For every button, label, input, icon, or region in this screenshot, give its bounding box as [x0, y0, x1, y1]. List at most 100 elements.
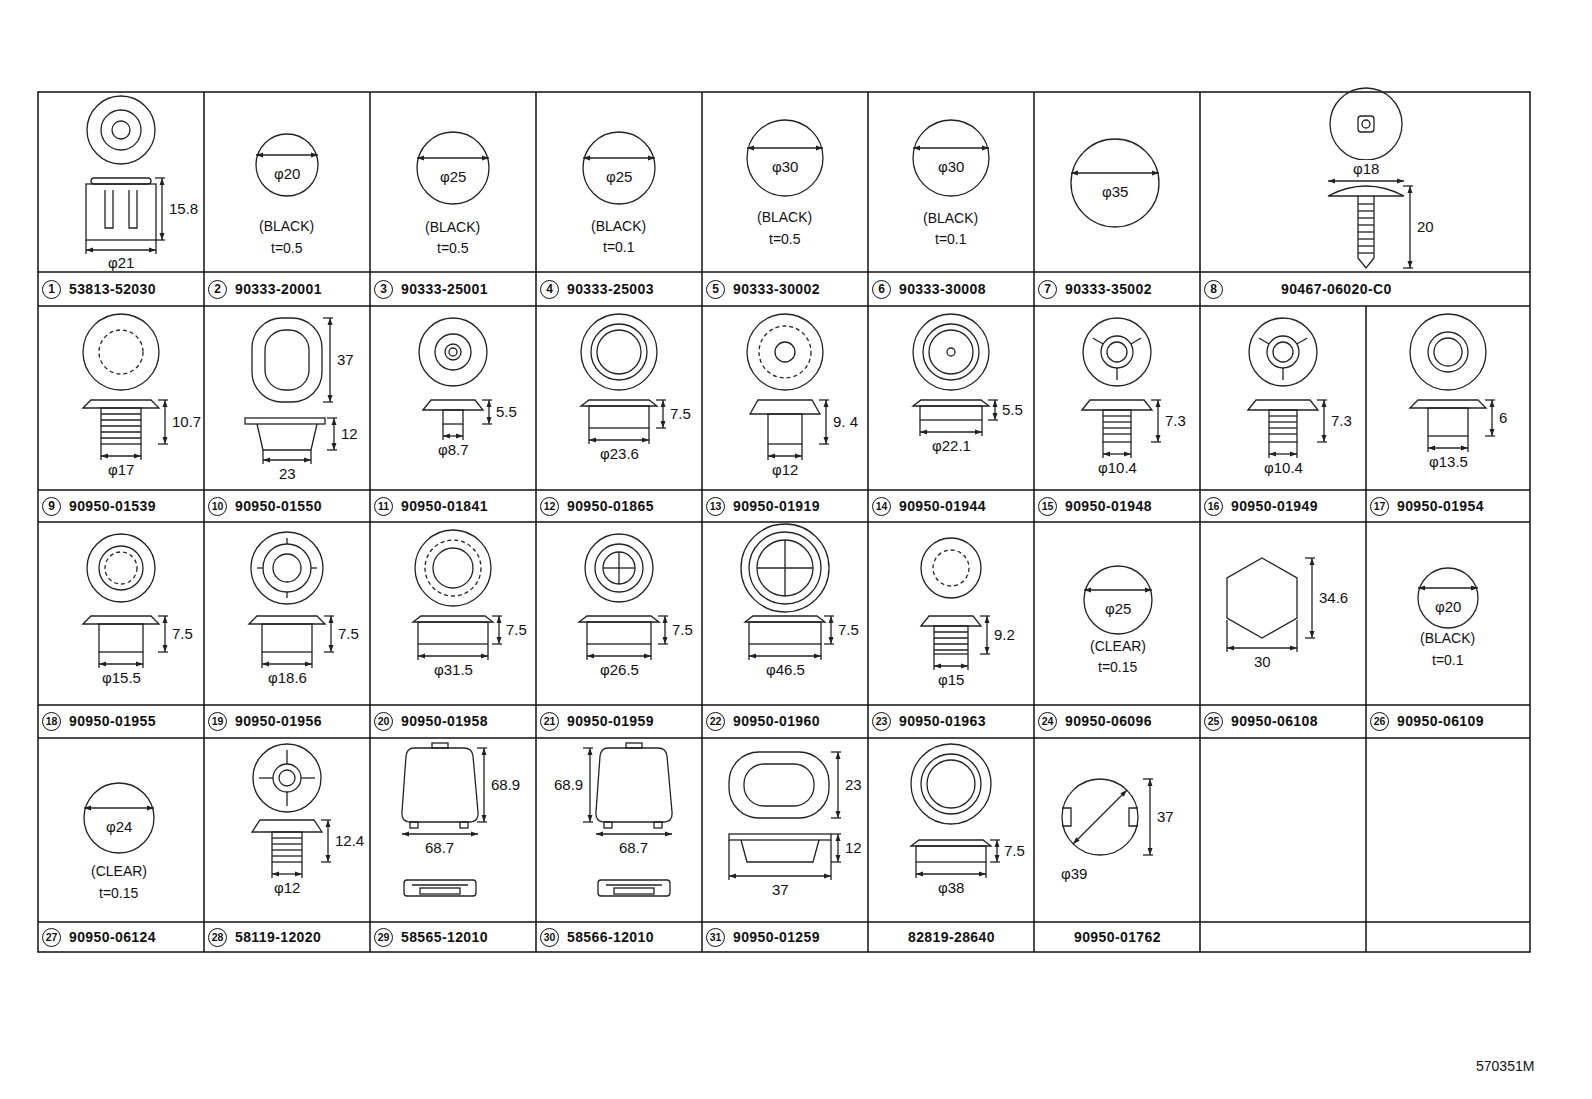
arrowhead [1322, 435, 1327, 442]
drawing-line [482, 399, 492, 400]
drawing-line [650, 644, 651, 660]
arrowhead [836, 855, 841, 862]
drawing-line [985, 862, 986, 878]
grid-line [1365, 306, 1367, 952]
callout-number: 18 [42, 712, 61, 731]
note-label: t=0.5 [436, 240, 470, 256]
arrowhead [1428, 446, 1435, 451]
arrowhead [332, 443, 337, 450]
drawing-line [990, 839, 1000, 840]
outline-path [1227, 558, 1297, 638]
drawing-line [84, 807, 154, 808]
arrowhead [1328, 179, 1335, 184]
outline-rect [587, 622, 651, 644]
outline-path [1358, 196, 1374, 268]
drawing-line [1103, 433, 1131, 434]
dimension-label: φ35 [1101, 183, 1129, 200]
outline-circle [87, 96, 155, 164]
drawing-line [158, 651, 168, 652]
outline-circle [591, 324, 647, 380]
dimension-label: 9. 4 [832, 413, 859, 430]
grid-line [38, 271, 1530, 273]
dimension-label: 12 [844, 839, 863, 856]
grid-line [369, 92, 371, 952]
dimension-label: φ25 [605, 168, 633, 185]
outline-circle [1362, 120, 1370, 128]
drawing-line [1143, 854, 1153, 855]
dimension-label: φ15.5 [101, 669, 142, 686]
drawing-line [323, 401, 333, 402]
drawing-line [747, 147, 823, 148]
drawing-line [286, 538, 287, 544]
drawing-line [583, 821, 593, 822]
drawing-line [1269, 415, 1297, 416]
drawing-line [831, 833, 841, 834]
arrowhead [1120, 790, 1127, 797]
outline-circle [99, 330, 143, 374]
dimension-label: 20 [1416, 218, 1435, 235]
arrowhead [1156, 435, 1161, 442]
part-number: 90950-01959 [566, 713, 655, 729]
drawing-line [462, 424, 463, 440]
dimension-label: φ15 [937, 671, 965, 688]
drawing-line [1116, 368, 1117, 380]
outline-rect [768, 414, 802, 444]
outline-circle [253, 744, 321, 812]
outline-circle [1434, 338, 1462, 366]
callout-number: 9 [42, 497, 61, 516]
arrowhead [84, 806, 91, 811]
callout-number: 29 [374, 928, 393, 947]
drawing-line [656, 399, 666, 400]
arrowhead [995, 855, 1000, 862]
part-number: 90333-30008 [898, 281, 987, 297]
drawing-line [988, 419, 998, 420]
arrowhead [1145, 588, 1152, 593]
dimension-label: 7.3 [1330, 412, 1353, 429]
outline-circle [435, 334, 471, 370]
drawing-line [990, 861, 1000, 862]
dimension-label: φ20 [1434, 598, 1462, 615]
dimension-label: φ25 [439, 168, 467, 185]
part-number: 90333-25001 [400, 281, 489, 297]
drawing-line [1151, 441, 1161, 442]
callout-number: 26 [1370, 712, 1389, 731]
outline-circle [1410, 314, 1486, 390]
outline-rect [420, 888, 460, 894]
drawing-line [583, 157, 655, 158]
arrowhead [836, 834, 841, 841]
outline-circle [1330, 88, 1402, 160]
outline-rect [614, 888, 654, 894]
outline-circle [415, 530, 491, 606]
arrowhead [1290, 452, 1297, 457]
arrowhead [729, 874, 736, 879]
table-grid [38, 92, 1530, 952]
drawing-line [324, 615, 334, 616]
outline-path [249, 616, 325, 624]
arrowhead [497, 616, 502, 623]
part-number: 90950-01958 [400, 713, 489, 729]
dimension-label: 7.5 [669, 405, 692, 422]
part-number: 90950-06096 [1064, 713, 1153, 729]
arrowhead [311, 153, 318, 158]
outline-path [579, 616, 659, 622]
drawing-line [919, 420, 920, 436]
part-number: 90950-01944 [898, 498, 987, 514]
drawing-line [301, 862, 302, 878]
note-label: t=0.15 [98, 885, 139, 901]
dimension-label: 34.6 [1318, 589, 1349, 606]
arrowhead [1310, 631, 1315, 638]
drawing-line [1268, 442, 1269, 458]
callout-number: 4 [540, 280, 559, 299]
arrowhead [1071, 171, 1078, 176]
dimension-label: φ23.6 [599, 445, 640, 462]
arrowhead [644, 654, 651, 659]
drawing-line [261, 652, 262, 668]
drawing-line [1131, 338, 1141, 344]
part-number: 90950-01539 [68, 498, 157, 514]
drawing-line [1073, 790, 1127, 844]
outline-path [257, 424, 317, 450]
arrowhead [1397, 179, 1404, 184]
outline-circle [1107, 342, 1127, 362]
drawing-line [1403, 185, 1413, 186]
arrowhead [328, 318, 333, 325]
